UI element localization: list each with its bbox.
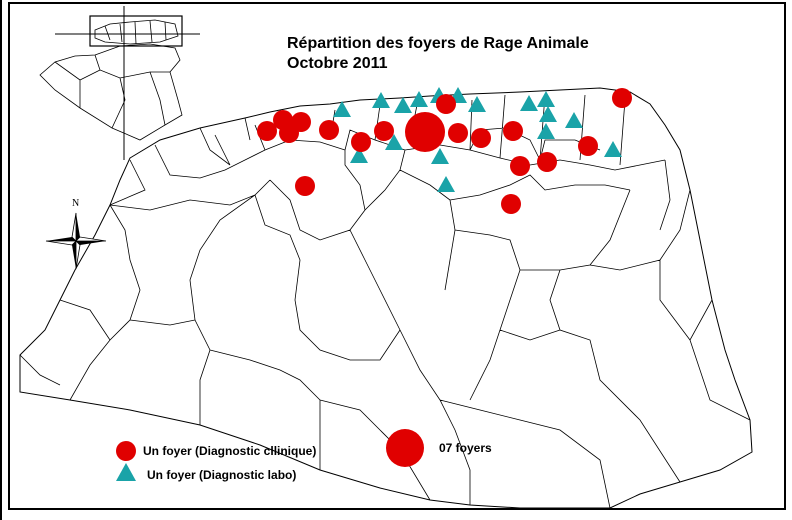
lab-outbreak-marker xyxy=(385,134,403,150)
clinical-outbreak-marker xyxy=(471,128,491,148)
inset-locator-map-icon xyxy=(39,6,200,160)
map-title-line1: Répartition des foyers de Rage Animale xyxy=(287,35,589,52)
map-title-line2: Octobre 2011 xyxy=(287,55,388,72)
legend-lab-symbol xyxy=(116,463,136,481)
lab-outbreak-marker xyxy=(431,148,449,164)
legend-clinical-label: Un foyer (Diagnostic cllinique) xyxy=(143,444,317,458)
clinical-outbreak-marker xyxy=(319,120,339,140)
lab-outbreak-marker xyxy=(520,95,538,111)
clinical-outbreak-marker xyxy=(295,176,315,196)
clinical-outbreak-marker xyxy=(501,194,521,214)
lab-outbreak-marker xyxy=(372,92,390,108)
lab-outbreak-marker xyxy=(333,101,351,117)
clinical-outbreak-marker xyxy=(537,152,557,172)
lab-outbreak-marker xyxy=(410,91,428,107)
lab-outbreak-marker xyxy=(537,91,555,107)
compass-rose-icon xyxy=(45,212,107,270)
lab-outbreak-marker xyxy=(537,123,555,139)
map-frame xyxy=(8,2,786,510)
legend-clinical-symbol xyxy=(116,441,136,461)
lab-outbreak-marker xyxy=(604,141,622,157)
clinical-outbreak-marker xyxy=(436,94,456,114)
clinical-outbreak-marker xyxy=(612,88,632,108)
clinical-outbreak-marker xyxy=(510,156,530,176)
cluster-outbreak-marker xyxy=(405,112,445,152)
lab-outbreak-marker xyxy=(394,97,412,113)
lab-outbreak-marker xyxy=(539,106,557,122)
left-edge-line xyxy=(0,0,2,520)
legend-symbols xyxy=(116,429,424,481)
legend-cluster-label: 07 foyers xyxy=(439,441,492,455)
lab-outbreak-marker xyxy=(565,112,583,128)
lab-outbreak-marker xyxy=(468,96,486,112)
clinical-outbreak-marker xyxy=(351,132,371,152)
lab-outbreak-marker xyxy=(437,176,455,192)
clinical-outbreak-marker xyxy=(374,121,394,141)
clinical-outbreak-marker xyxy=(503,121,523,141)
clinical-outbreak-marker xyxy=(448,123,468,143)
lab-outbreak-marker xyxy=(350,147,368,163)
outbreak-markers xyxy=(257,87,632,214)
clinical-outbreak-marker xyxy=(291,112,311,132)
compass-north-label: N xyxy=(72,198,79,209)
legend-cluster-symbol xyxy=(386,429,424,467)
clinical-outbreak-marker xyxy=(578,136,598,156)
legend-lab-label: Un foyer (Diagnostic labo) xyxy=(147,468,297,482)
clinical-outbreak-marker xyxy=(257,121,277,141)
